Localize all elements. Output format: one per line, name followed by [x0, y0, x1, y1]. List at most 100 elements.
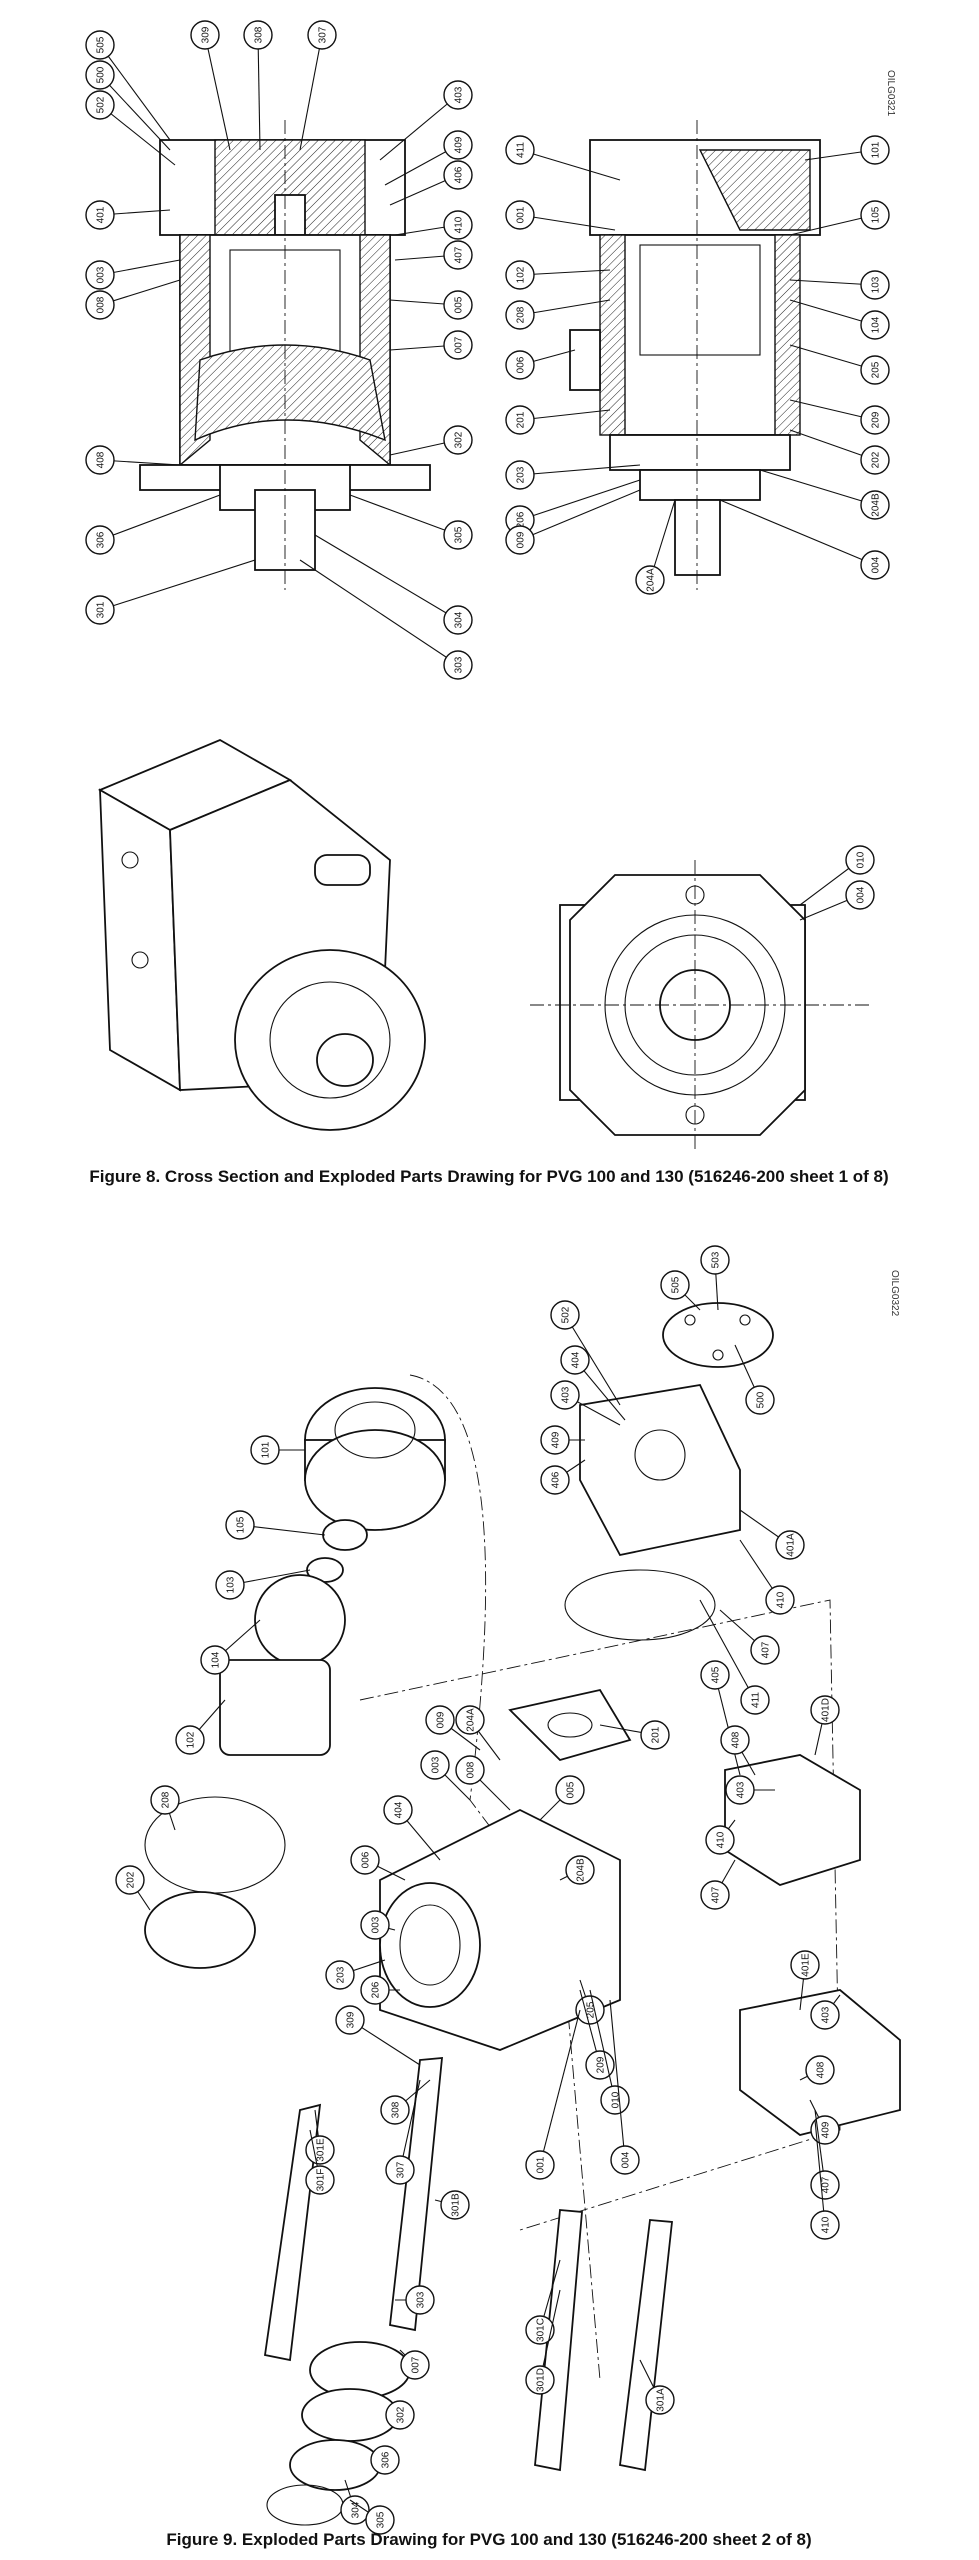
- part-callout: 302: [385, 2400, 415, 2430]
- callout-circle: [810, 2170, 840, 2200]
- callout-leader-line: [539, 2289, 561, 2381]
- callout-circle: [525, 2315, 555, 2345]
- callout-circle: [443, 210, 473, 240]
- callout-number: 407: [454, 246, 465, 263]
- part-callout: 309: [335, 2005, 421, 2066]
- callout-number: 503: [711, 1251, 722, 1268]
- end-cap-block: [579, 1384, 741, 1557]
- callout-circle: [810, 2000, 840, 2030]
- callout-number: 209: [596, 2056, 607, 2073]
- callout-circle: [380, 2095, 410, 2125]
- callout-number: 204B: [576, 1858, 587, 1882]
- callout-number: 405: [711, 1666, 722, 1683]
- part-callout: 301: [85, 559, 256, 625]
- callout-number: 502: [561, 1306, 572, 1323]
- part-callout: 006: [350, 1845, 406, 1881]
- callout-leader-line: [759, 469, 876, 506]
- callout-number: 410: [454, 216, 465, 233]
- callout-number: 410: [821, 2216, 832, 2233]
- callout-circle: [505, 260, 535, 290]
- figure-9-caption: Figure 9. Exploded Parts Drawing for PVG…: [166, 2530, 811, 2549]
- callout-circle: [215, 1570, 245, 1600]
- callout-number: 102: [186, 1731, 197, 1748]
- callout-circle: [550, 1380, 580, 1410]
- part-callout: 407: [719, 1609, 780, 1665]
- callout-circle: [525, 2150, 555, 2180]
- callout-circle: [350, 1845, 380, 1875]
- part-callout: 102: [505, 260, 611, 290]
- part-callout: 101: [804, 135, 890, 165]
- callout-leader-line: [539, 2009, 581, 2166]
- part-callout: 403: [725, 1775, 775, 1805]
- callout-leader-line: [564, 1314, 621, 1406]
- callout-number: 201: [516, 411, 527, 428]
- callout-number: 008: [466, 1761, 477, 1778]
- figure-8-caption: Figure 8. Cross Section and Exploded Par…: [89, 1167, 888, 1186]
- callout-number: 001: [516, 206, 527, 223]
- callout-number: 301: [96, 601, 107, 618]
- callout-leader-line: [99, 494, 221, 541]
- callout-leader-line: [379, 94, 459, 161]
- part-callout: 403: [379, 80, 473, 161]
- callout-circle: [860, 405, 890, 435]
- callout-circle: [860, 550, 890, 580]
- part-callout: 009: [505, 489, 641, 555]
- right-cross-section: [569, 120, 821, 590]
- callout-circle: [845, 845, 875, 875]
- part-callout: 208: [150, 1785, 180, 1831]
- end-view: [530, 860, 870, 1150]
- callout-number: 407: [711, 1886, 722, 1903]
- callout-circle: [443, 605, 473, 635]
- callout-circle: [443, 160, 473, 190]
- part-callout: 409: [540, 1425, 585, 1455]
- callout-circle: [660, 1270, 690, 1300]
- part-callout: 008: [85, 279, 181, 320]
- callout-circle: [505, 135, 535, 165]
- callout-leader-line: [609, 1999, 626, 2161]
- part-callout: 208: [505, 299, 611, 330]
- part-callout: 201: [599, 1720, 670, 1750]
- callout-circle: [505, 405, 535, 435]
- callout-number: 208: [516, 306, 527, 323]
- callout-number: 105: [871, 206, 882, 223]
- callout-circle: [440, 2190, 470, 2220]
- callout-number: 410: [716, 1831, 727, 1848]
- callout-leader-line: [519, 269, 611, 276]
- callout-circle: [860, 200, 890, 230]
- part-callout: 206: [360, 1975, 400, 2005]
- callout-number: 308: [254, 26, 265, 43]
- part-callout: 005: [539, 1775, 585, 1821]
- callout-circle: [860, 355, 890, 385]
- swashplate: [508, 1688, 632, 1762]
- callout-circle: [540, 1425, 570, 1455]
- callout-circle: [443, 240, 473, 270]
- callout-number: 008: [96, 296, 107, 313]
- part-callout: 404: [560, 1345, 626, 1421]
- retaining-rings: [144, 1796, 286, 1969]
- callout-circle: [860, 490, 890, 520]
- callout-circle: [525, 2365, 555, 2395]
- callout-number: 407: [821, 2176, 832, 2193]
- callout-number: 505: [671, 1276, 682, 1293]
- part-callout: 309: [190, 20, 231, 151]
- callout-circle: [705, 1825, 735, 1855]
- callout-number: 505: [96, 36, 107, 53]
- part-callout: 209: [789, 399, 890, 435]
- callout-number: 101: [871, 141, 882, 158]
- part-callout: 102: [175, 1699, 226, 1755]
- part-callout: 408: [799, 2055, 835, 2085]
- callout-circle: [360, 1975, 390, 2005]
- part-callout: 007: [389, 330, 473, 360]
- callout-number: 010: [611, 2091, 622, 2108]
- callout-leader-line: [399, 2079, 421, 2171]
- callout-number: 403: [454, 86, 465, 103]
- barrel-parts: [219, 1519, 368, 1756]
- part-callout: 103: [215, 1569, 311, 1600]
- callout-number: 403: [736, 1781, 747, 1798]
- part-callout: 409: [809, 2099, 840, 2145]
- callout-circle: [860, 445, 890, 475]
- part-callout: 406: [540, 1459, 586, 1495]
- part-callout: 304: [340, 2479, 370, 2525]
- callout-circle: [85, 260, 115, 290]
- callout-number: 102: [516, 266, 527, 283]
